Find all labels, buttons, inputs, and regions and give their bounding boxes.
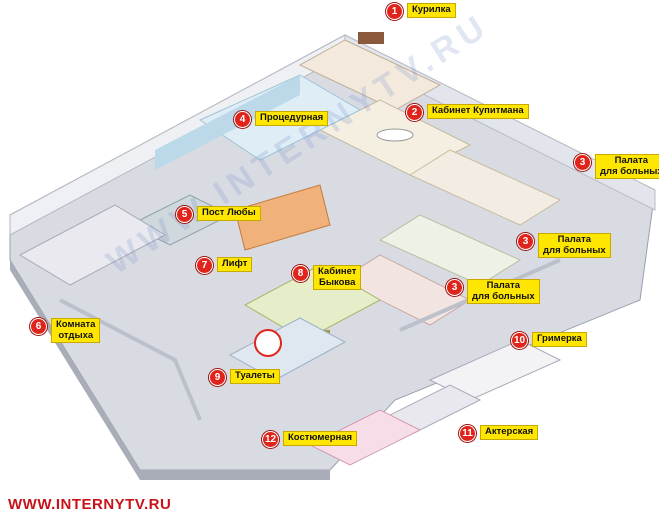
site-url[interactable]: WWW.INTERNYTV.RU [8, 496, 172, 513]
kurilka-label[interactable]: 1 Курилка [386, 3, 456, 20]
palata-room-1 [408, 149, 562, 226]
marker: 11 [459, 425, 476, 442]
marker: 9 [209, 369, 226, 386]
tag: Кабинет Купитмана [427, 104, 529, 119]
kurilka-bench [358, 32, 384, 44]
tag: Актерская [480, 425, 539, 440]
palata-3-label[interactable]: 3 Палата для больных [446, 279, 540, 304]
tag: Процедурная [255, 111, 329, 126]
tag: Палата для больных [467, 279, 540, 304]
palata-2-label[interactable]: 3 Палата для больных [517, 233, 611, 258]
toilet-icon-circle [254, 329, 282, 357]
procedurnaya-label[interactable]: 4 Процедурная [234, 111, 329, 128]
kabinet-bykova-label[interactable]: 8 Кабинет Быкова [292, 265, 362, 290]
marker: 3 [517, 233, 534, 250]
tag: Костюмерная [283, 431, 358, 446]
tag: Комната отдыха [51, 318, 101, 343]
marker: 7 [196, 257, 213, 274]
tag: Курилка [407, 3, 456, 18]
lift-label[interactable]: 7 Лифт [196, 257, 253, 274]
marker: 8 [292, 265, 309, 282]
marker: 6 [30, 318, 47, 335]
marker: 4 [234, 111, 251, 128]
marker: 2 [406, 104, 423, 121]
tag: Кабинет Быкова [313, 265, 362, 290]
tag: Гримерка [532, 332, 587, 347]
marker: 10 [511, 332, 528, 349]
komnata-otdyha-label[interactable]: 6 Комната отдыха [30, 318, 101, 343]
komnata-otdyha-room [18, 204, 167, 286]
marker: 12 [262, 431, 279, 448]
marker: 3 [446, 279, 463, 296]
akterskaya-label[interactable]: 11 Актерская [459, 425, 539, 442]
marker: 5 [176, 206, 193, 223]
floor-slab-edge [10, 260, 330, 480]
post-lyuby-label[interactable]: 5 Пост Любы [176, 206, 261, 223]
tag: Палата для больных [595, 154, 659, 179]
kostyumernaya-room [308, 409, 422, 466]
tualety-label[interactable]: 9 Туалеты [209, 369, 280, 386]
palata-1-label[interactable]: 3 Палата для больных [574, 154, 659, 179]
tag: Лифт [217, 257, 253, 272]
procedurnaya-wall [155, 75, 300, 170]
tag: Пост Любы [197, 206, 261, 221]
marker: 1 [386, 3, 403, 20]
tag: Палата для больных [538, 233, 611, 258]
grimerka-label[interactable]: 10 Гримерка [511, 332, 587, 349]
tag: Туалеты [230, 369, 280, 384]
kabinet-kupitmana-label[interactable]: 2 Кабинет Купитмана [406, 104, 529, 121]
post-counter [234, 184, 331, 251]
kostyumernaya-label[interactable]: 12 Костюмерная [262, 431, 358, 448]
marker: 3 [574, 154, 591, 171]
kupitman-table [376, 128, 414, 142]
